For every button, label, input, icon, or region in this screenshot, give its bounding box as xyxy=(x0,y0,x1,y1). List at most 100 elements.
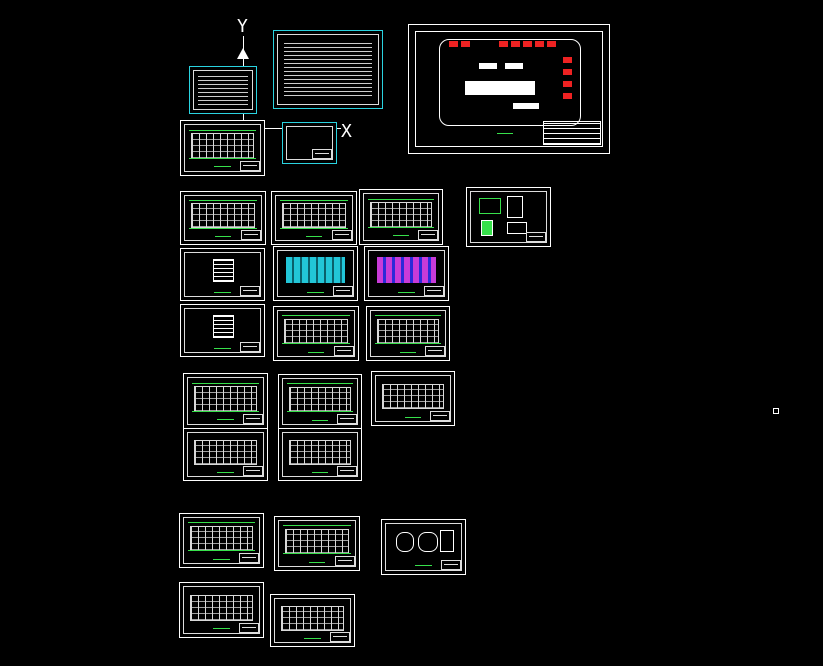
plan-grid xyxy=(189,594,254,621)
plan-grid xyxy=(285,528,349,555)
sheet-design-notes-a[interactable] xyxy=(189,66,257,114)
stair-detail xyxy=(396,532,414,552)
sheet-slab-plan-1[interactable] xyxy=(179,513,264,568)
sheet-border xyxy=(286,126,333,160)
ucs-x-label: X xyxy=(341,121,352,142)
plan-grid xyxy=(284,318,348,345)
ucs-arrow-icon xyxy=(237,48,249,59)
sheet-foundation-plan[interactable] xyxy=(180,120,265,176)
parking-marker xyxy=(547,41,556,47)
beam-grid xyxy=(288,440,352,465)
title-block xyxy=(330,632,350,642)
sheet-front-elevation-color[interactable] xyxy=(364,246,449,301)
title-block xyxy=(335,556,355,566)
beam-grid xyxy=(381,383,445,410)
sheet-structure-plan-1[interactable] xyxy=(183,373,268,429)
plan-grid xyxy=(190,132,255,159)
notes-text-block xyxy=(193,70,253,110)
notes-text-block xyxy=(277,34,379,105)
parking-marker xyxy=(535,41,544,47)
parking-marker xyxy=(511,41,520,47)
plan-grid xyxy=(193,385,258,412)
plan-grid xyxy=(376,318,440,345)
main-building xyxy=(465,81,535,95)
title-block xyxy=(243,414,263,424)
parking-marker xyxy=(563,81,572,87)
title-block xyxy=(312,149,332,159)
sheet-floor-plan-5[interactable] xyxy=(366,306,450,361)
title-block xyxy=(418,230,438,240)
plan-grid xyxy=(191,203,255,229)
sheet-floor-plan-3[interactable] xyxy=(359,189,443,245)
sheet-roof-plan-1[interactable] xyxy=(179,582,264,638)
title-block xyxy=(424,286,444,296)
plan-grid xyxy=(288,386,352,413)
title-block xyxy=(332,230,352,240)
stair-detail xyxy=(418,532,438,552)
site-title-block xyxy=(543,121,601,145)
title-block xyxy=(430,411,450,421)
site-road xyxy=(439,39,581,126)
elevation-drawing xyxy=(212,259,235,283)
plan-grid xyxy=(280,606,345,631)
sheet-slab-plan-2[interactable] xyxy=(274,516,360,571)
title-block xyxy=(333,286,353,296)
sheet-roof-plan-2[interactable] xyxy=(270,594,355,647)
sheet-section[interactable] xyxy=(180,304,265,357)
sheet-beam-layout-3[interactable] xyxy=(278,428,362,481)
parking-marker xyxy=(563,93,572,99)
elevation-drawing xyxy=(377,256,436,284)
ucs-y-label: Y xyxy=(237,16,248,37)
title-block xyxy=(239,623,259,633)
sheet-floor-plan-2[interactable] xyxy=(271,191,357,245)
building-block xyxy=(513,103,539,109)
parking-marker xyxy=(499,41,508,47)
elevation-drawing xyxy=(286,256,345,284)
sheet-beam-layout-2[interactable] xyxy=(183,428,268,481)
section-drawing xyxy=(212,315,235,339)
detail-drawing xyxy=(479,198,501,214)
sheet-site-plan[interactable] xyxy=(408,24,610,154)
title-block xyxy=(239,553,259,563)
sheet-key-plan[interactable] xyxy=(282,122,337,164)
sheet-stair-details[interactable] xyxy=(381,519,466,575)
plan-grid xyxy=(189,525,254,552)
title-block xyxy=(526,232,546,242)
title-block xyxy=(337,414,357,424)
pickbox-cursor-icon xyxy=(773,408,779,414)
sheet-design-notes-b[interactable] xyxy=(273,30,383,109)
parking-marker xyxy=(449,41,458,47)
title-block xyxy=(425,346,445,356)
title-underline xyxy=(497,133,513,134)
building-block xyxy=(479,63,497,69)
stair-detail xyxy=(440,530,454,552)
title-block xyxy=(334,346,354,356)
sheet-front-elevation-cyan[interactable] xyxy=(273,246,358,301)
site-border xyxy=(415,31,603,147)
sheet-side-elevation[interactable] xyxy=(180,248,265,301)
building-block xyxy=(505,63,523,69)
title-block xyxy=(240,161,260,171)
parking-marker xyxy=(563,57,572,63)
detail-drawing xyxy=(481,220,493,236)
detail-drawing xyxy=(507,222,527,234)
title-block xyxy=(337,466,357,476)
title-block xyxy=(441,560,461,570)
parking-marker xyxy=(523,41,532,47)
title-block xyxy=(240,286,260,296)
plan-grid xyxy=(282,203,346,229)
sheet-node-details[interactable] xyxy=(466,187,551,247)
parking-marker xyxy=(563,69,572,75)
beam-grid xyxy=(193,440,258,465)
sheet-floor-plan-4[interactable] xyxy=(273,306,359,361)
sheet-floor-plan-1[interactable] xyxy=(180,191,266,245)
title-block xyxy=(240,342,260,352)
sheet-beam-layout-1[interactable] xyxy=(371,371,455,426)
sheet-structure-plan-2[interactable] xyxy=(278,374,362,429)
title-block xyxy=(243,466,263,476)
detail-drawing xyxy=(507,196,523,218)
plan-grid xyxy=(369,201,433,228)
parking-marker xyxy=(461,41,470,47)
title-block xyxy=(241,230,261,240)
